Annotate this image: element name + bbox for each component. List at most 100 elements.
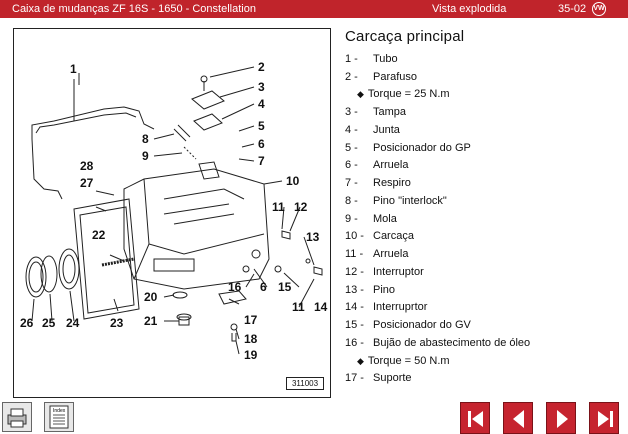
callout-16: 16 [228,280,242,294]
callout-23: 23 [110,316,124,330]
view-label: Vista explodida [432,3,507,15]
part-number: 10 - [345,230,364,243]
callout-21: 21 [144,314,158,328]
exploded-view-figure: 1 2 3 4 5 6 7 8 9 10 11 12 13 28 27 22 2… [13,28,331,398]
part-number-value: 13 [345,283,358,296]
callout-15: 15 [278,280,292,294]
part-number-value: 7 [345,177,352,190]
part-number: 6 - [345,159,358,172]
part-item: 4 -Junta [345,121,620,139]
part-number: 7 - [345,177,358,190]
part-number: 5 - [345,141,358,154]
part-number-value: 2 [345,70,352,83]
part-number: 9 - [345,212,358,225]
part-label: Arruela [373,248,409,261]
part-item: 5 - Posicionador do GP [345,139,620,157]
callout-6b: 6 [260,280,267,294]
part-number-value: 9 [345,212,352,225]
callout-5: 5 [258,119,265,133]
previous-page-icon [513,410,524,428]
callout-6: 6 [258,137,265,151]
callout-13: 13 [306,230,320,244]
part-label: Carcaça [373,230,414,243]
part-label: Pino "interlock" [373,194,447,207]
part-number: 16 - [345,336,364,349]
callout-11b: 11 [292,300,305,314]
callout-25: 25 [42,316,56,330]
part-number-value: 16 [345,336,358,349]
part-item: 7 - Respiro [345,174,620,192]
part-label: Tampa [373,106,407,119]
part-label: Respiro [373,177,411,190]
part-number: 17 - [345,372,364,385]
part-number: 2 - [345,70,358,83]
part-number: 8 - [345,194,358,207]
previous-page-button[interactable] [503,402,533,434]
callout-18: 18 [244,332,258,346]
part-item: 12 - Interruptor [345,263,620,281]
part-label: Mola [373,212,397,225]
part-number: 12 - [345,265,364,278]
part-label: Interruprtor [373,301,428,314]
torque-note: ◆Torque = 25 N.m [345,86,620,104]
part-label: Arruela [373,159,409,172]
print-icon [7,408,27,428]
callout-14: 14 [314,300,328,314]
part-item: 11 -Arruela [345,245,620,263]
part-label: Interruptor [373,265,424,278]
diamond-bullet-icon: ◆ [357,89,364,100]
part-number-value: 14 [345,301,358,314]
part-number-value: 8 [345,194,352,207]
diamond-bullet-icon: ◆ [357,355,364,366]
callout-27: 27 [80,176,94,190]
next-page-icon [557,410,568,428]
part-item: 9 - Mola [345,210,620,228]
part-number: 4 - [345,123,358,136]
part-label: Posicionador do GP [373,141,471,154]
callout-22: 22 [92,228,106,242]
index-button[interactable]: Index [44,402,74,432]
part-number: 14 - [345,301,364,314]
document-title: Caixa de mudanças ZF 16S - 1650 - Conste… [12,3,256,15]
part-item: 14 - Interruprtor [345,299,620,317]
part-number: 15 - [345,319,364,332]
callout-9: 9 [142,149,149,163]
callout-1: 1 [70,62,77,76]
part-number-value: 17 [345,372,358,385]
index-label: Index [53,408,66,414]
part-number-value: 15 [345,319,358,332]
print-button[interactable] [2,402,32,432]
part-number: 1 - [345,52,358,65]
callout-20: 20 [144,290,158,304]
part-number-value: 1 [345,52,352,65]
part-label: Posicionador do GV [373,319,471,332]
part-label: Tubo [373,52,398,65]
part-item: 2 -Parafuso [345,68,620,86]
section-title: Carcaça principal [345,28,465,45]
part-item: 17 -Suporte [345,370,620,388]
part-item: 16 -Bujão de abastecimento de óleo [345,334,620,352]
part-number-value: 10 [345,230,358,243]
callout-24: 24 [66,316,80,330]
part-number-value: 6 [345,159,352,172]
part-label: Pino [373,283,396,296]
index-icon: Index [49,405,69,429]
part-number-value: 12 [345,265,358,278]
first-page-button[interactable] [460,402,490,434]
torque-value: Torque = 25 N.m [367,88,450,101]
last-page-icon [598,411,613,427]
callout-4: 4 [258,97,265,111]
part-item: 13 - Pino [345,281,620,299]
torque-text: ◆Torque = 25 N.m [345,88,450,100]
exploded-view-drawing: 1 2 3 4 5 6 7 8 9 10 11 12 13 28 27 22 2… [20,60,328,362]
callout-10: 10 [286,174,300,188]
next-page-button[interactable] [546,402,576,434]
part-number: 13 - [345,283,364,296]
torque-value: Torque = 50 N.m [367,354,450,367]
last-page-button[interactable] [589,402,619,434]
callout-7: 7 [258,154,265,168]
part-item: 6 - Arruela [345,157,620,175]
callout-26: 26 [20,316,34,330]
part-item: 15 - Posicionador do GV [345,316,620,334]
